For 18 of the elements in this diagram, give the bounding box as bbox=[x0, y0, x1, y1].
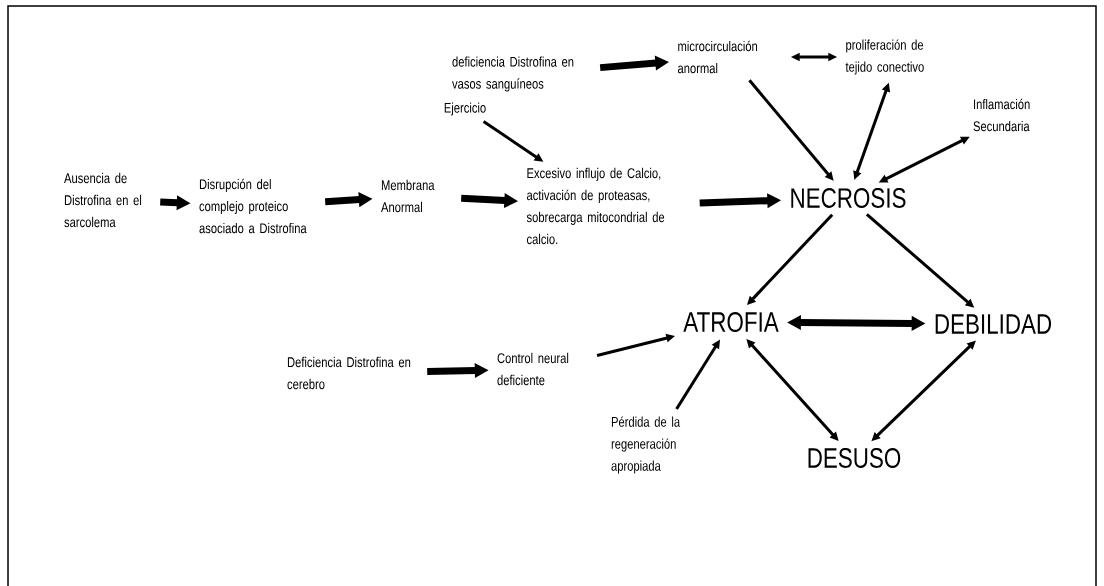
text-label: Control neural deficiente bbox=[497, 352, 569, 386]
text-label: deficiencia Distrofina en vasos sanguíneos bbox=[452, 56, 574, 92]
text-label: Ausencia de Distrofina en el sarcolema bbox=[64, 172, 142, 228]
term-label: DEBILIDAD bbox=[935, 314, 1052, 334]
text-label: Disrupción del complejo proteico asociado a Distrofina bbox=[199, 178, 307, 234]
text-label: proliferación de tejido conectivo bbox=[845, 39, 924, 75]
term-label: NECROSIS bbox=[791, 188, 906, 208]
text-label: Pérdida de la regeneración apropiada bbox=[611, 416, 681, 474]
arrow bbox=[748, 79, 834, 181]
text-label: Deficiencia Distrofina en cerebro bbox=[287, 356, 411, 390]
text-label: Membrana Anormal bbox=[381, 179, 435, 213]
text-label: Inflamación Secundaria bbox=[973, 98, 1030, 132]
text-label: microcirculación anormal bbox=[677, 40, 758, 74]
text-label: Ejercicio bbox=[444, 102, 486, 116]
term-label: DESUSO bbox=[808, 448, 901, 468]
text-label: Excesivo influjo de Calcio, activación de proteasas, sobrecarga mitocondrial de calcio. bbox=[526, 167, 665, 245]
term-label: ATROFIA bbox=[683, 312, 779, 332]
arrow bbox=[746, 339, 839, 441]
